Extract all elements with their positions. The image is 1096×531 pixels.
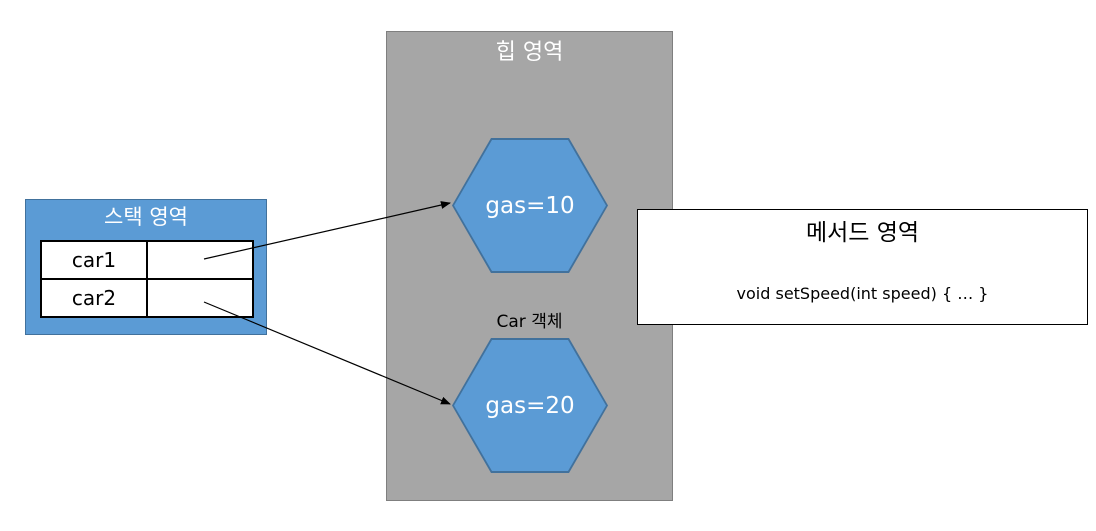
stack-area: 스택 영역 car1 car2 — [25, 199, 267, 335]
heap-area: 힙 영역 Car 객체 gas=10 Car 객체 gas=20 — [386, 31, 673, 501]
stack-row-car1: car1 — [40, 240, 254, 280]
stack-row-car2: car2 — [40, 278, 254, 318]
method-signature: void setSpeed(int speed) { … } — [736, 284, 989, 303]
method-area: 메서드 영역 void setSpeed(int speed) { … } — [637, 209, 1088, 325]
car-object-2-content: gas=20 — [454, 340, 606, 471]
variable-name-car1: car1 — [40, 240, 148, 280]
stack-area-title: 스택 영역 — [104, 205, 188, 229]
reference-cell-car1 — [146, 240, 254, 280]
variable-name-car2: car2 — [40, 278, 148, 318]
car-object-2-label: Car 객체 — [496, 312, 563, 332]
method-area-title: 메서드 영역 — [805, 220, 920, 246]
heap-area-title: 힙 영역 — [495, 40, 564, 65]
car-object-1: gas=10 — [452, 138, 608, 273]
stack-variable-table: car1 car2 — [40, 240, 254, 318]
car-object-2: gas=20 — [452, 338, 608, 473]
reference-cell-car2 — [146, 278, 254, 318]
